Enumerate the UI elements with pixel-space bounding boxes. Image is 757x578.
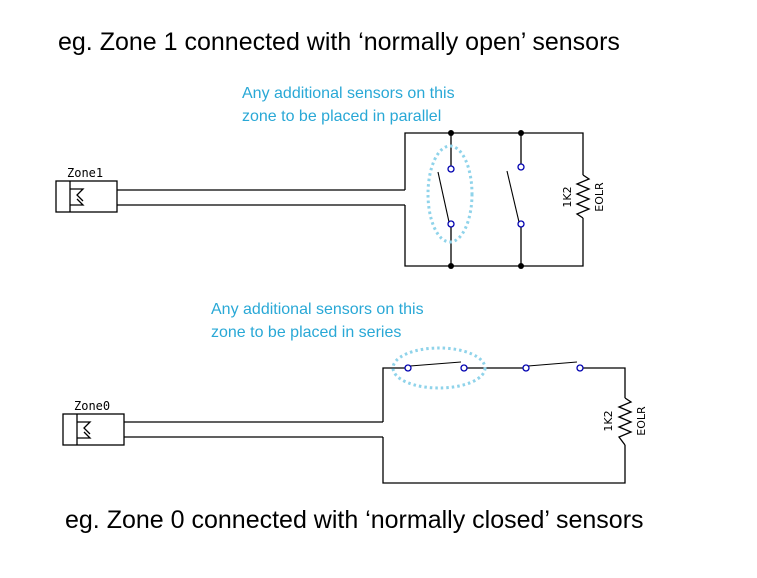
zone0-switch-2 (522, 361, 584, 372)
zone1-switch-1-contact-bottom (447, 220, 455, 228)
zone0-connector-body (62, 413, 125, 446)
zone0-connector: Zone0 (62, 399, 125, 446)
zone0-resistor-zigzag (617, 397, 633, 446)
zone0-switch-1-contact-right (460, 364, 468, 372)
zone1-junction-2 (518, 130, 524, 136)
zone0-bus-top-left (382, 367, 406, 422)
zone1-resistor-value: 1K2 (561, 186, 574, 207)
zone1-switch-1 (437, 133, 455, 266)
note-series-line2: zone to be placed in series (211, 324, 402, 341)
zone1-switch-1-blade (437, 171, 450, 223)
zone1-switch-2-blade (506, 170, 520, 223)
zone1-connector-label: Zone1 (67, 166, 103, 180)
note-parallel: Any additional sensors on this zone to b… (242, 82, 455, 128)
zone1-junction-4 (518, 263, 524, 269)
zone1-bus-top (404, 132, 584, 190)
series-highlight (391, 346, 487, 390)
zone1-resistor-zigzag (575, 174, 591, 219)
heading-normally-open: eg. Zone 1 connected with ‘normally open… (58, 28, 620, 56)
parallel-highlight (426, 144, 474, 244)
zone0-connector-label: Zone0 (74, 399, 110, 413)
zone1-resistor-name: EOLR (593, 182, 606, 212)
zone0-bus-bottom (382, 437, 626, 484)
zone0-switch-2-contact-left (522, 364, 530, 372)
zone1-connector-pin-bottom (70, 198, 85, 206)
note-parallel-line2: zone to be placed in parallel (242, 108, 442, 125)
zone1-junction-1 (448, 130, 454, 136)
zone0-switch-1-blade (409, 361, 462, 367)
zone0-switch-1-contact-left (404, 364, 412, 372)
zone0-resistor-name: EOLR (635, 406, 648, 436)
zone1-switch-2 (506, 133, 525, 266)
note-series-line1: Any additional sensors on this (211, 301, 424, 318)
zone0-connector-pin-bottom (77, 431, 92, 439)
zone0-resistor-value: 1K2 (602, 410, 615, 431)
note-parallel-line1: Any additional sensors on this (242, 85, 455, 102)
zone1-switch-2-contact-top (517, 163, 525, 171)
heading-normally-closed: eg. Zone 0 connected with ‘normally clos… (65, 506, 644, 534)
zone1-junction-3 (448, 263, 454, 269)
zone0-switch-1 (404, 361, 468, 372)
zone1-connector: Zone1 (55, 166, 118, 213)
zone0-connector-pin-top (77, 421, 92, 435)
zone0-switch-2-contact-right (576, 364, 584, 372)
zone1-connector-body (55, 180, 118, 213)
zone0-circuit: Zone0 1K2 EOLR (62, 346, 648, 484)
zone0-switch-2-blade (527, 361, 578, 367)
zone1-eol-resistor: 1K2 EOLR (561, 174, 606, 219)
zone0-eol-resistor: 1K2 EOLR (602, 397, 648, 446)
zone1-switch-1-contact-top (447, 165, 455, 173)
zone1-bus-bottom (404, 205, 584, 267)
zone1-circuit: Zone1 (55, 130, 606, 269)
note-series: Any additional sensors on this zone to b… (211, 298, 424, 344)
zone1-connector-pin-top (70, 188, 85, 202)
zone1-switch-2-contact-bottom (517, 220, 525, 228)
zone0-bus-top-right (582, 367, 626, 398)
